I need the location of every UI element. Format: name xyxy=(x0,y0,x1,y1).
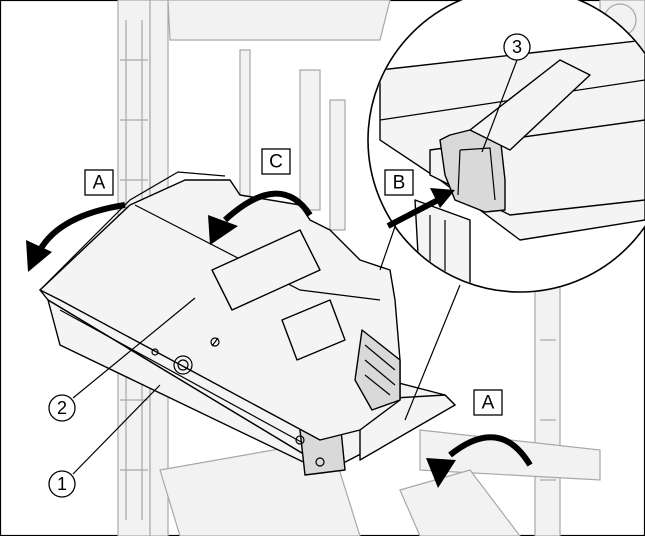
zoom-leader-top xyxy=(379,217,399,271)
control-housing xyxy=(39,171,401,441)
label-c-text: C xyxy=(269,152,283,173)
callout-1-text: 1 xyxy=(57,474,67,494)
callout-3-text: 3 xyxy=(512,37,522,57)
label-a-left: A xyxy=(84,169,114,196)
zoom-leader-bottom xyxy=(404,284,461,421)
callout-1: 1 xyxy=(48,384,161,498)
label-a-right-text: A xyxy=(482,393,495,414)
arrow-b xyxy=(386,188,455,229)
callout-3: 3 xyxy=(481,33,531,153)
callout-2-text: 2 xyxy=(57,398,67,418)
arrow-a-right xyxy=(426,434,533,488)
label-a-right: A xyxy=(473,389,503,416)
zoom-detail xyxy=(367,0,645,293)
arrow-c xyxy=(208,190,313,245)
arrow-a-left xyxy=(26,202,126,272)
label-b-text: B xyxy=(393,173,406,194)
label-c: C xyxy=(261,148,291,175)
callout-2: 2 xyxy=(48,297,196,422)
label-a-left-text: A xyxy=(93,173,106,194)
label-b: B xyxy=(384,169,414,196)
